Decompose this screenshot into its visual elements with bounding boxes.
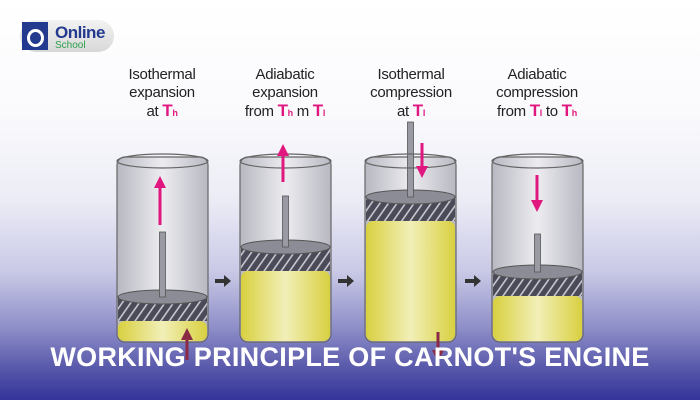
gas (241, 271, 330, 341)
piston-rod (159, 231, 166, 298)
step-arrow-2 (338, 275, 354, 287)
cylinder-4 (491, 153, 584, 343)
logo: Online School (20, 20, 114, 52)
logo-icon (22, 22, 48, 50)
piston-rod (534, 233, 541, 273)
step-arrow-1 (215, 275, 231, 287)
piston-rod (407, 121, 414, 198)
logo-sub: School (55, 40, 86, 51)
cylinder-1 (116, 153, 209, 343)
logo-brand: Online (55, 23, 105, 42)
page-title: WORKING PRINCIPLE OF CARNOT'S ENGINE (50, 342, 650, 372)
piston-rod (282, 195, 289, 248)
gas (366, 221, 455, 341)
gas (118, 321, 207, 341)
step-arrow-3 (465, 275, 481, 287)
gas (493, 296, 582, 341)
cylinder-3 (364, 121, 457, 343)
cylinder-2 (239, 153, 332, 343)
